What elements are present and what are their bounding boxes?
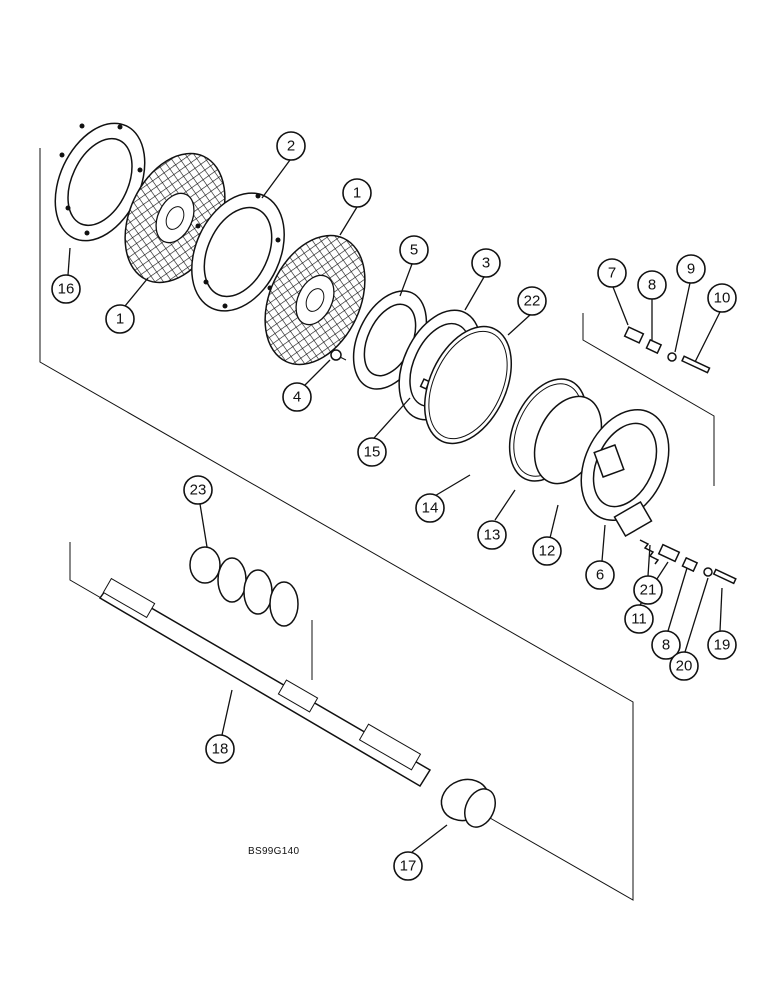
svg-text:13: 13 [484, 527, 501, 544]
callout-23: 23 [183, 475, 213, 505]
spring-part [189, 546, 299, 627]
callout-14: 14 [415, 493, 445, 523]
callout-16: 16 [51, 274, 81, 304]
callout-15: 15 [357, 437, 387, 467]
svg-text:11: 11 [631, 611, 647, 628]
callout-22: 22 [517, 286, 547, 316]
callout-13: 13 [477, 520, 507, 550]
lower-valve-parts [639, 539, 737, 585]
screw-part [330, 349, 347, 361]
svg-text:20: 20 [676, 658, 693, 675]
callout-8-b: 8 [651, 630, 681, 660]
svg-text:6: 6 [596, 567, 604, 584]
svg-text:21: 21 [640, 582, 657, 599]
svg-text:19: 19 [714, 637, 731, 654]
svg-text:7: 7 [608, 265, 616, 282]
leader-lines [67, 159, 723, 853]
svg-text:16: 16 [58, 281, 75, 298]
callout-4: 4 [282, 382, 312, 412]
svg-text:8: 8 [662, 637, 670, 654]
separator-plate-part [191, 192, 285, 312]
svg-text:10: 10 [714, 290, 731, 307]
upper-valve-parts [623, 326, 711, 374]
svg-text:18: 18 [212, 741, 229, 758]
svg-text:8: 8 [648, 277, 656, 294]
callout-10: 10 [707, 283, 737, 313]
seal-ring-part [423, 325, 513, 445]
callout-19: 19 [707, 630, 737, 660]
callout-7: 7 [597, 258, 627, 288]
svg-text:5: 5 [410, 242, 418, 259]
gear-part [440, 778, 496, 828]
friction-disc-part-2 [264, 234, 366, 366]
shaft-part [98, 577, 432, 788]
svg-text:4: 4 [293, 389, 301, 406]
callout-17: 17 [393, 851, 423, 881]
svg-text:3: 3 [482, 255, 490, 272]
svg-text:14: 14 [422, 500, 439, 517]
callout-6: 6 [585, 560, 615, 590]
callout-21: 21 [633, 575, 663, 605]
steel-plate-part [54, 122, 146, 242]
svg-text:23: 23 [190, 482, 207, 499]
callout-9: 9 [676, 254, 706, 284]
callout-5: 5 [399, 235, 429, 265]
upper-valve-box [582, 313, 715, 486]
svg-text:15: 15 [364, 444, 381, 461]
callout-2: 2 [276, 131, 306, 161]
svg-text:9: 9 [687, 261, 695, 278]
callout-11: 11 [624, 604, 654, 634]
callout-8: 8 [637, 270, 667, 300]
callout-20: 20 [669, 651, 699, 681]
callout-12: 12 [532, 536, 562, 566]
drawing-code-label: BS99G140 [248, 846, 300, 857]
svg-text:1: 1 [116, 311, 124, 328]
callout-3: 3 [471, 248, 501, 278]
svg-text:1: 1 [353, 185, 361, 202]
callout-18: 18 [205, 734, 235, 764]
svg-text:17: 17 [400, 858, 417, 875]
svg-text:2: 2 [287, 138, 295, 155]
assembly-boundary-line [39, 148, 634, 901]
callout-1: 1 [105, 304, 135, 334]
piston-housing-part [580, 409, 670, 538]
callout-1-b: 1 [342, 178, 372, 208]
svg-text:12: 12 [539, 543, 556, 560]
svg-text:22: 22 [524, 293, 541, 310]
